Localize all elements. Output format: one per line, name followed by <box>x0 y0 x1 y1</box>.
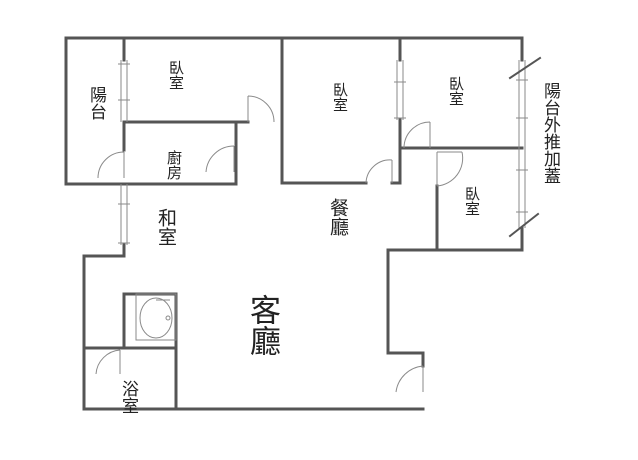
room-label-bedroom-right-top: 臥室 <box>447 76 465 106</box>
doors <box>95 95 464 393</box>
room-label-bedroom-right-bottom: 臥室 <box>463 186 481 216</box>
room-label-bedroom-top-left: 臥室 <box>167 60 185 90</box>
annotation-balcony-extension: 陽台外推加蓋 <box>540 82 561 184</box>
walls <box>64 36 524 411</box>
room-label-balcony: 陽台 <box>86 86 106 120</box>
room-label-living: 客廳 <box>244 294 281 356</box>
room-label-dining: 餐廳 <box>327 198 349 236</box>
room-label-bedroom-middle: 臥室 <box>331 82 349 112</box>
room-label-kitchen: 廚房 <box>165 149 183 180</box>
windows <box>118 56 542 245</box>
room-label-japanese-room: 和室 <box>155 208 177 246</box>
sink-icon <box>135 293 177 341</box>
room-label-bathroom: 浴室 <box>118 380 139 414</box>
